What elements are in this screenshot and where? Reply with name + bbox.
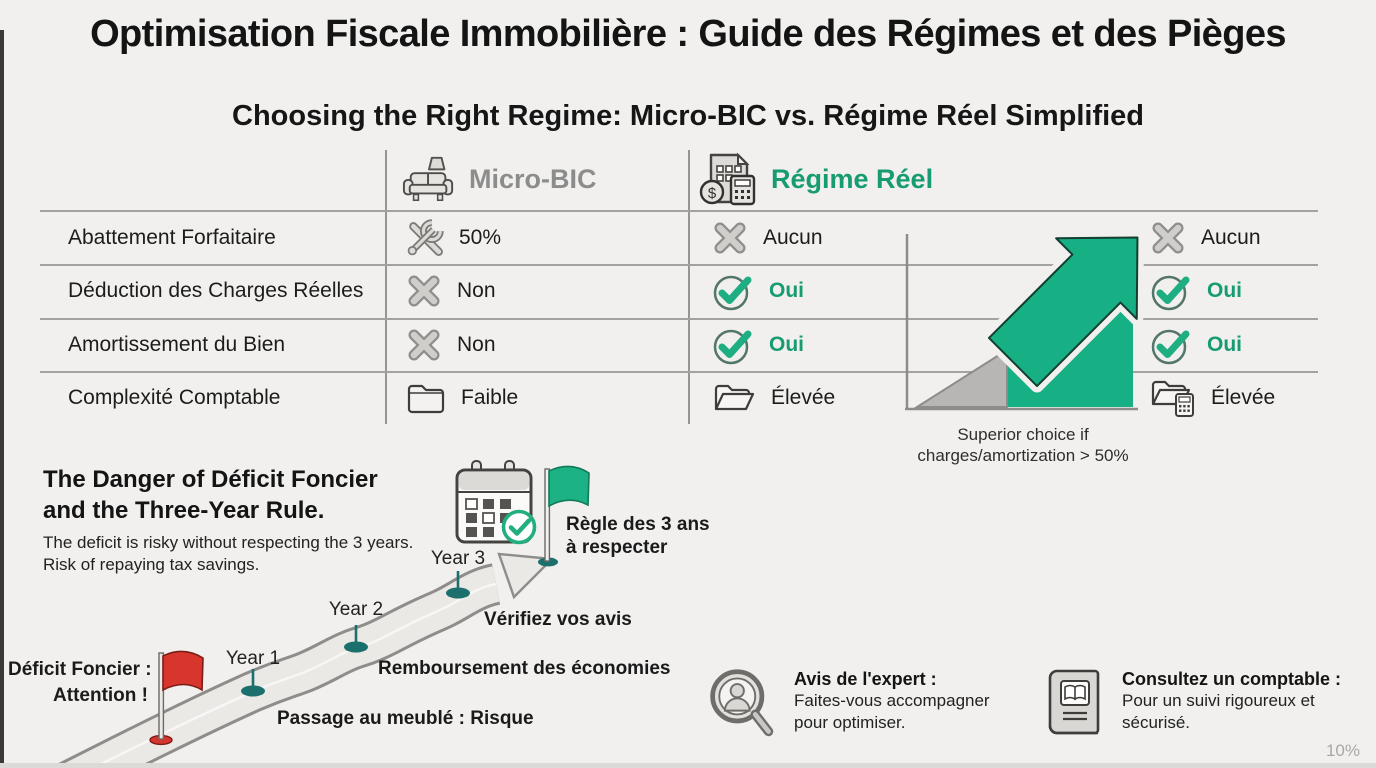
cross-icon <box>406 273 442 309</box>
tip-text: Avis de l'expert : Faites-vous accompagn… <box>794 669 990 732</box>
red-flag-icon <box>149 650 204 746</box>
table-row-label: Abattement Forfaitaire <box>68 225 276 249</box>
sofa-lamp-icon <box>402 154 456 204</box>
timeline-year-3: Year 3 <box>430 548 486 569</box>
tip-text: Consultez un comptable : Pour un suivi r… <box>1122 669 1342 732</box>
table-divider <box>40 210 1318 212</box>
timeline-warning-label: Déficit Foncier : Attention ! <box>8 659 152 706</box>
bottom-edge-strip <box>0 763 1376 768</box>
table-row-label: Amortissement du Bien <box>68 333 286 356</box>
column-label: Micro-BIC <box>469 163 597 194</box>
tip-expert-advice: Avis de l'expert : Faites-vous accompagn… <box>708 668 990 740</box>
folder-icon <box>406 381 446 415</box>
milestone-dot <box>446 587 470 599</box>
timeline-year-2: Year 2 <box>328 599 384 620</box>
zoom-level-indicator: 10% <box>1325 741 1360 760</box>
tip-consult-accountant: Consultez un comptable : Pour un suivi r… <box>1046 668 1341 740</box>
check-icon <box>1150 325 1192 365</box>
table-cell: Élevée <box>712 372 835 424</box>
check-icon <box>712 271 754 311</box>
column-label: Régime Réel <box>771 163 934 194</box>
danger-section-body: The deficit is risky without respecting … <box>43 533 414 574</box>
column-header-micro-bic: Micro-BIC <box>402 150 597 208</box>
page-title: Optimisation Fiscale Immobilière : Guide… <box>90 13 1286 55</box>
table-divider <box>385 150 387 424</box>
timeline-note-1: Passage au meublé : Risque <box>277 708 534 729</box>
timeline-goal-label: Règle des 3 ans à respecter <box>566 514 710 558</box>
table-divider <box>40 318 1318 320</box>
table-cell: Oui <box>1150 319 1242 371</box>
cross-icon <box>712 220 748 256</box>
cross-icon <box>406 327 442 363</box>
table-row-label: Complexité Comptable <box>68 386 281 409</box>
table-row-label: Déduction des Charges Réelles <box>68 279 364 302</box>
up-arrow-icon <box>987 236 1139 388</box>
column-header-regime-reel: $ Régime Réel <box>698 148 933 210</box>
calendar-check-icon <box>455 460 537 545</box>
table-cell: Oui <box>712 319 804 371</box>
table-cell: 50% <box>406 211 501 264</box>
check-icon <box>712 325 754 365</box>
section-subtitle: Choosing the Right Regime: Micro-BIC vs.… <box>232 100 1144 132</box>
gray-triangle <box>913 348 1008 408</box>
cross-icon <box>1150 220 1186 256</box>
milestone-dot <box>344 641 368 653</box>
table-divider <box>688 150 690 424</box>
table-divider <box>40 264 1318 266</box>
building-calculator-icon: $ <box>698 150 758 208</box>
table-cell: Oui <box>712 265 804 317</box>
table-cell: Oui <box>1150 265 1242 317</box>
book-icon <box>1046 668 1104 740</box>
table-cell: Non <box>406 265 496 317</box>
timeline-note-2: Remboursement des économies <box>378 658 671 679</box>
folder-calculator-icon <box>1150 378 1196 418</box>
milestone-dot <box>241 685 265 697</box>
table-cell: Aucun <box>712 211 823 264</box>
table-cell: Faible <box>406 372 518 424</box>
table-divider <box>40 371 1318 373</box>
tools-icon <box>406 218 444 257</box>
table-cell: Élevée <box>1150 372 1275 424</box>
magnifier-person-icon <box>708 668 776 740</box>
timeline-note-3: Vérifiez vos avis <box>484 609 632 630</box>
road-arrow-icon <box>497 552 555 600</box>
timeline-year-1: Year 1 <box>225 648 281 669</box>
svg-text:$: $ <box>708 185 717 202</box>
check-icon <box>1150 271 1192 311</box>
danger-section-heading: The Danger of Déficit Foncier and the Th… <box>43 466 378 524</box>
open-folder-icon <box>712 381 756 415</box>
chart-caption: Superior choice if charges/amortization … <box>917 425 1129 465</box>
left-edge-strip <box>0 30 4 768</box>
table-cell: Non <box>406 319 496 371</box>
table-cell: Aucun <box>1150 211 1261 264</box>
growth-arrow-chart <box>905 231 1144 411</box>
